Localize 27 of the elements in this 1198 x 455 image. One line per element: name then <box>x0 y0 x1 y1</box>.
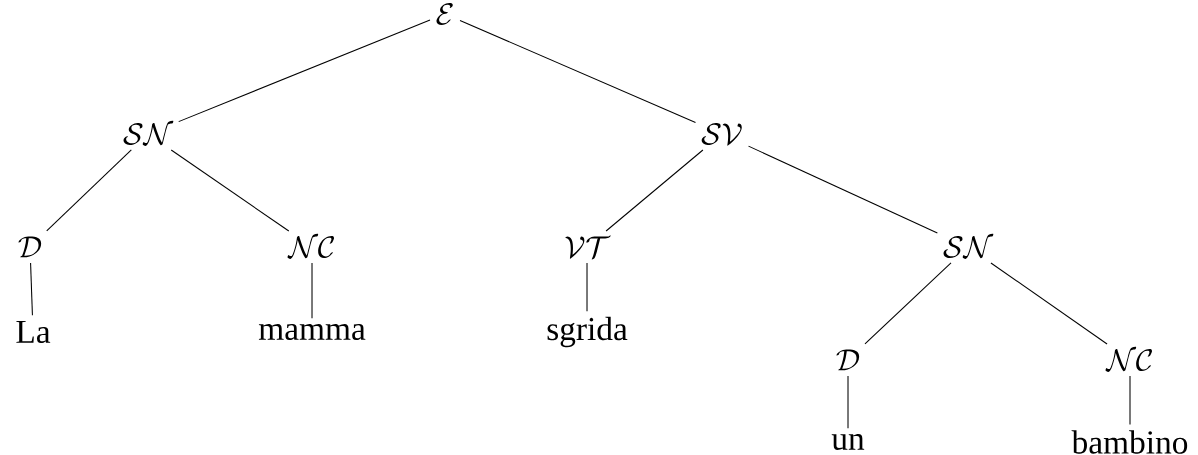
category-label: $\mathcal{NC}$ <box>1105 346 1152 372</box>
tree-branch <box>30 262 33 316</box>
category-label: $\mathcal{SN}$ <box>943 233 994 259</box>
tree-branch <box>46 149 132 232</box>
word-label: mamma <box>258 323 366 340</box>
tree-branch <box>311 262 313 319</box>
category-label: $\mathcal{VT}$ <box>565 235 611 260</box>
tree-branch <box>605 149 704 232</box>
category-label: $\mathcal{SV}$ <box>701 122 742 146</box>
category-label: $\mathcal{SN}$ <box>123 120 174 146</box>
category-label: $\mathcal{E}$ <box>436 2 453 26</box>
tree-branch <box>178 19 431 123</box>
word-label: bambino <box>1071 430 1188 454</box>
tree-branch <box>170 149 290 232</box>
word-label: La <box>16 320 51 344</box>
category-label: $\mathcal{D}$ <box>836 349 860 371</box>
word-label: un <box>831 433 865 450</box>
tree-branch <box>748 145 938 234</box>
tree-branch <box>864 262 952 345</box>
category-label: $\mathcal{D}$ <box>18 236 42 258</box>
tree-branch <box>459 19 697 124</box>
tree-branch <box>990 262 1108 345</box>
word-label: sgrida <box>547 316 628 348</box>
category-label: $\mathcal{NC}$ <box>287 233 334 259</box>
tree-branch <box>586 262 588 312</box>
tree-branch <box>1129 375 1131 426</box>
tree-branch <box>847 375 849 429</box>
